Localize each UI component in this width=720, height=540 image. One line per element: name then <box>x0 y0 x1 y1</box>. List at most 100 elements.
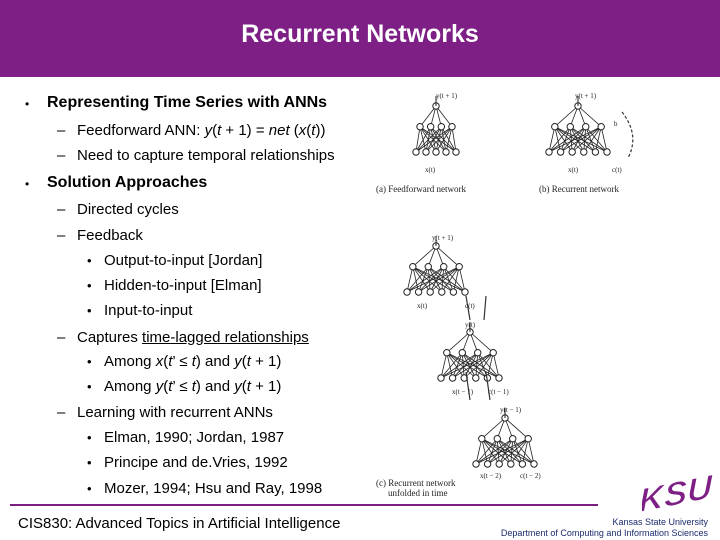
edge <box>595 126 602 153</box>
edge <box>481 438 488 465</box>
node <box>545 148 553 156</box>
dot-marker: • <box>87 303 92 318</box>
edge <box>469 331 494 353</box>
edge <box>554 126 608 153</box>
dash-marker: – <box>57 122 66 139</box>
among-item-1: Among x(t’ ≤ t) and y(t + 1) <box>104 353 282 370</box>
node <box>458 349 466 357</box>
dash-marker: – <box>57 329 66 346</box>
node <box>424 263 432 271</box>
reference-item: Principe and de.Vries, 1992 <box>104 454 288 471</box>
edge <box>585 126 596 153</box>
edge <box>560 126 571 153</box>
node <box>551 123 559 131</box>
node <box>568 148 576 156</box>
node <box>409 263 417 271</box>
node <box>455 263 463 271</box>
caption-recurrent: (b) Recurrent network <box>539 184 619 194</box>
edge <box>510 438 514 465</box>
unfold-link <box>483 295 487 321</box>
edge <box>441 266 445 293</box>
edge <box>412 266 419 293</box>
edge <box>570 126 608 153</box>
edge <box>569 126 573 153</box>
feedback-item: Hidden-to-input [Elman] <box>104 277 262 294</box>
node <box>493 435 501 443</box>
dot-marker: • <box>87 430 92 445</box>
sub-directed-cycles: Directed cycles <box>77 201 179 218</box>
edge <box>412 266 431 293</box>
label-context: c(t − 2) <box>520 472 541 480</box>
course-title: CIS830: Advanced Topics in Artificial In… <box>18 515 341 532</box>
label-b: b <box>614 120 618 128</box>
edge <box>498 438 514 465</box>
edge <box>446 352 465 379</box>
edge <box>492 352 500 379</box>
edge <box>496 438 523 465</box>
edge <box>440 126 457 153</box>
node <box>440 263 448 271</box>
label-input: x(t − 2) <box>480 472 502 480</box>
edge <box>475 352 494 379</box>
edge <box>430 126 457 153</box>
edge <box>583 126 602 153</box>
edge <box>428 266 466 293</box>
edge <box>569 126 585 153</box>
edge <box>487 352 494 379</box>
edge <box>412 266 454 293</box>
dot-marker: • <box>87 379 92 394</box>
edge <box>481 438 500 465</box>
edge <box>548 126 556 153</box>
edge <box>481 438 512 465</box>
node <box>478 435 486 443</box>
node <box>524 435 532 443</box>
sub-temporal-relationships: Need to capture temporal relationships <box>77 147 335 164</box>
unfolded-network-step-3 <box>472 408 538 468</box>
edge <box>585 126 608 153</box>
node <box>426 123 435 131</box>
node <box>597 123 605 131</box>
node <box>443 349 451 357</box>
edge <box>463 352 494 379</box>
svg-text:KSU: KSU <box>642 468 713 512</box>
edge <box>512 438 523 465</box>
caption-unfolded-sub: unfolded in time <box>388 488 448 498</box>
label-output: y(t + 1) <box>575 92 597 100</box>
edge <box>418 266 445 293</box>
edge <box>458 266 466 293</box>
node <box>422 148 430 156</box>
edge <box>522 438 529 465</box>
node <box>414 288 423 296</box>
edge <box>446 352 453 379</box>
node <box>474 349 482 357</box>
edge <box>475 438 498 465</box>
label-output: y(t + 1) <box>436 92 458 100</box>
edge <box>406 266 414 293</box>
unfold-link <box>465 371 471 401</box>
dash-marker: – <box>57 201 66 218</box>
node <box>483 460 492 468</box>
edge <box>554 105 579 127</box>
edge <box>419 105 437 127</box>
edge <box>462 352 500 379</box>
edge <box>527 438 535 465</box>
edge <box>487 438 514 465</box>
edge <box>418 266 429 293</box>
edge <box>461 352 477 379</box>
edge <box>569 126 596 153</box>
dot-marker: • <box>87 455 92 470</box>
edge <box>554 126 585 153</box>
reference-item: Mozer, 1994; Hsu and Ray, 1998 <box>104 480 323 497</box>
node <box>472 374 480 382</box>
dot-marker: • <box>87 253 92 268</box>
node <box>449 288 458 296</box>
unfolded-network-step-2 <box>437 322 503 382</box>
label-input: x(t) <box>568 166 579 174</box>
edge <box>504 417 529 439</box>
department-name: Department of Computing and Information … <box>500 528 708 538</box>
edge <box>412 266 443 293</box>
edge <box>497 438 535 465</box>
label-input: x(t) <box>425 166 436 174</box>
recurrent-network-diagram <box>545 96 611 156</box>
ksu-logo: KSU <box>642 468 714 512</box>
